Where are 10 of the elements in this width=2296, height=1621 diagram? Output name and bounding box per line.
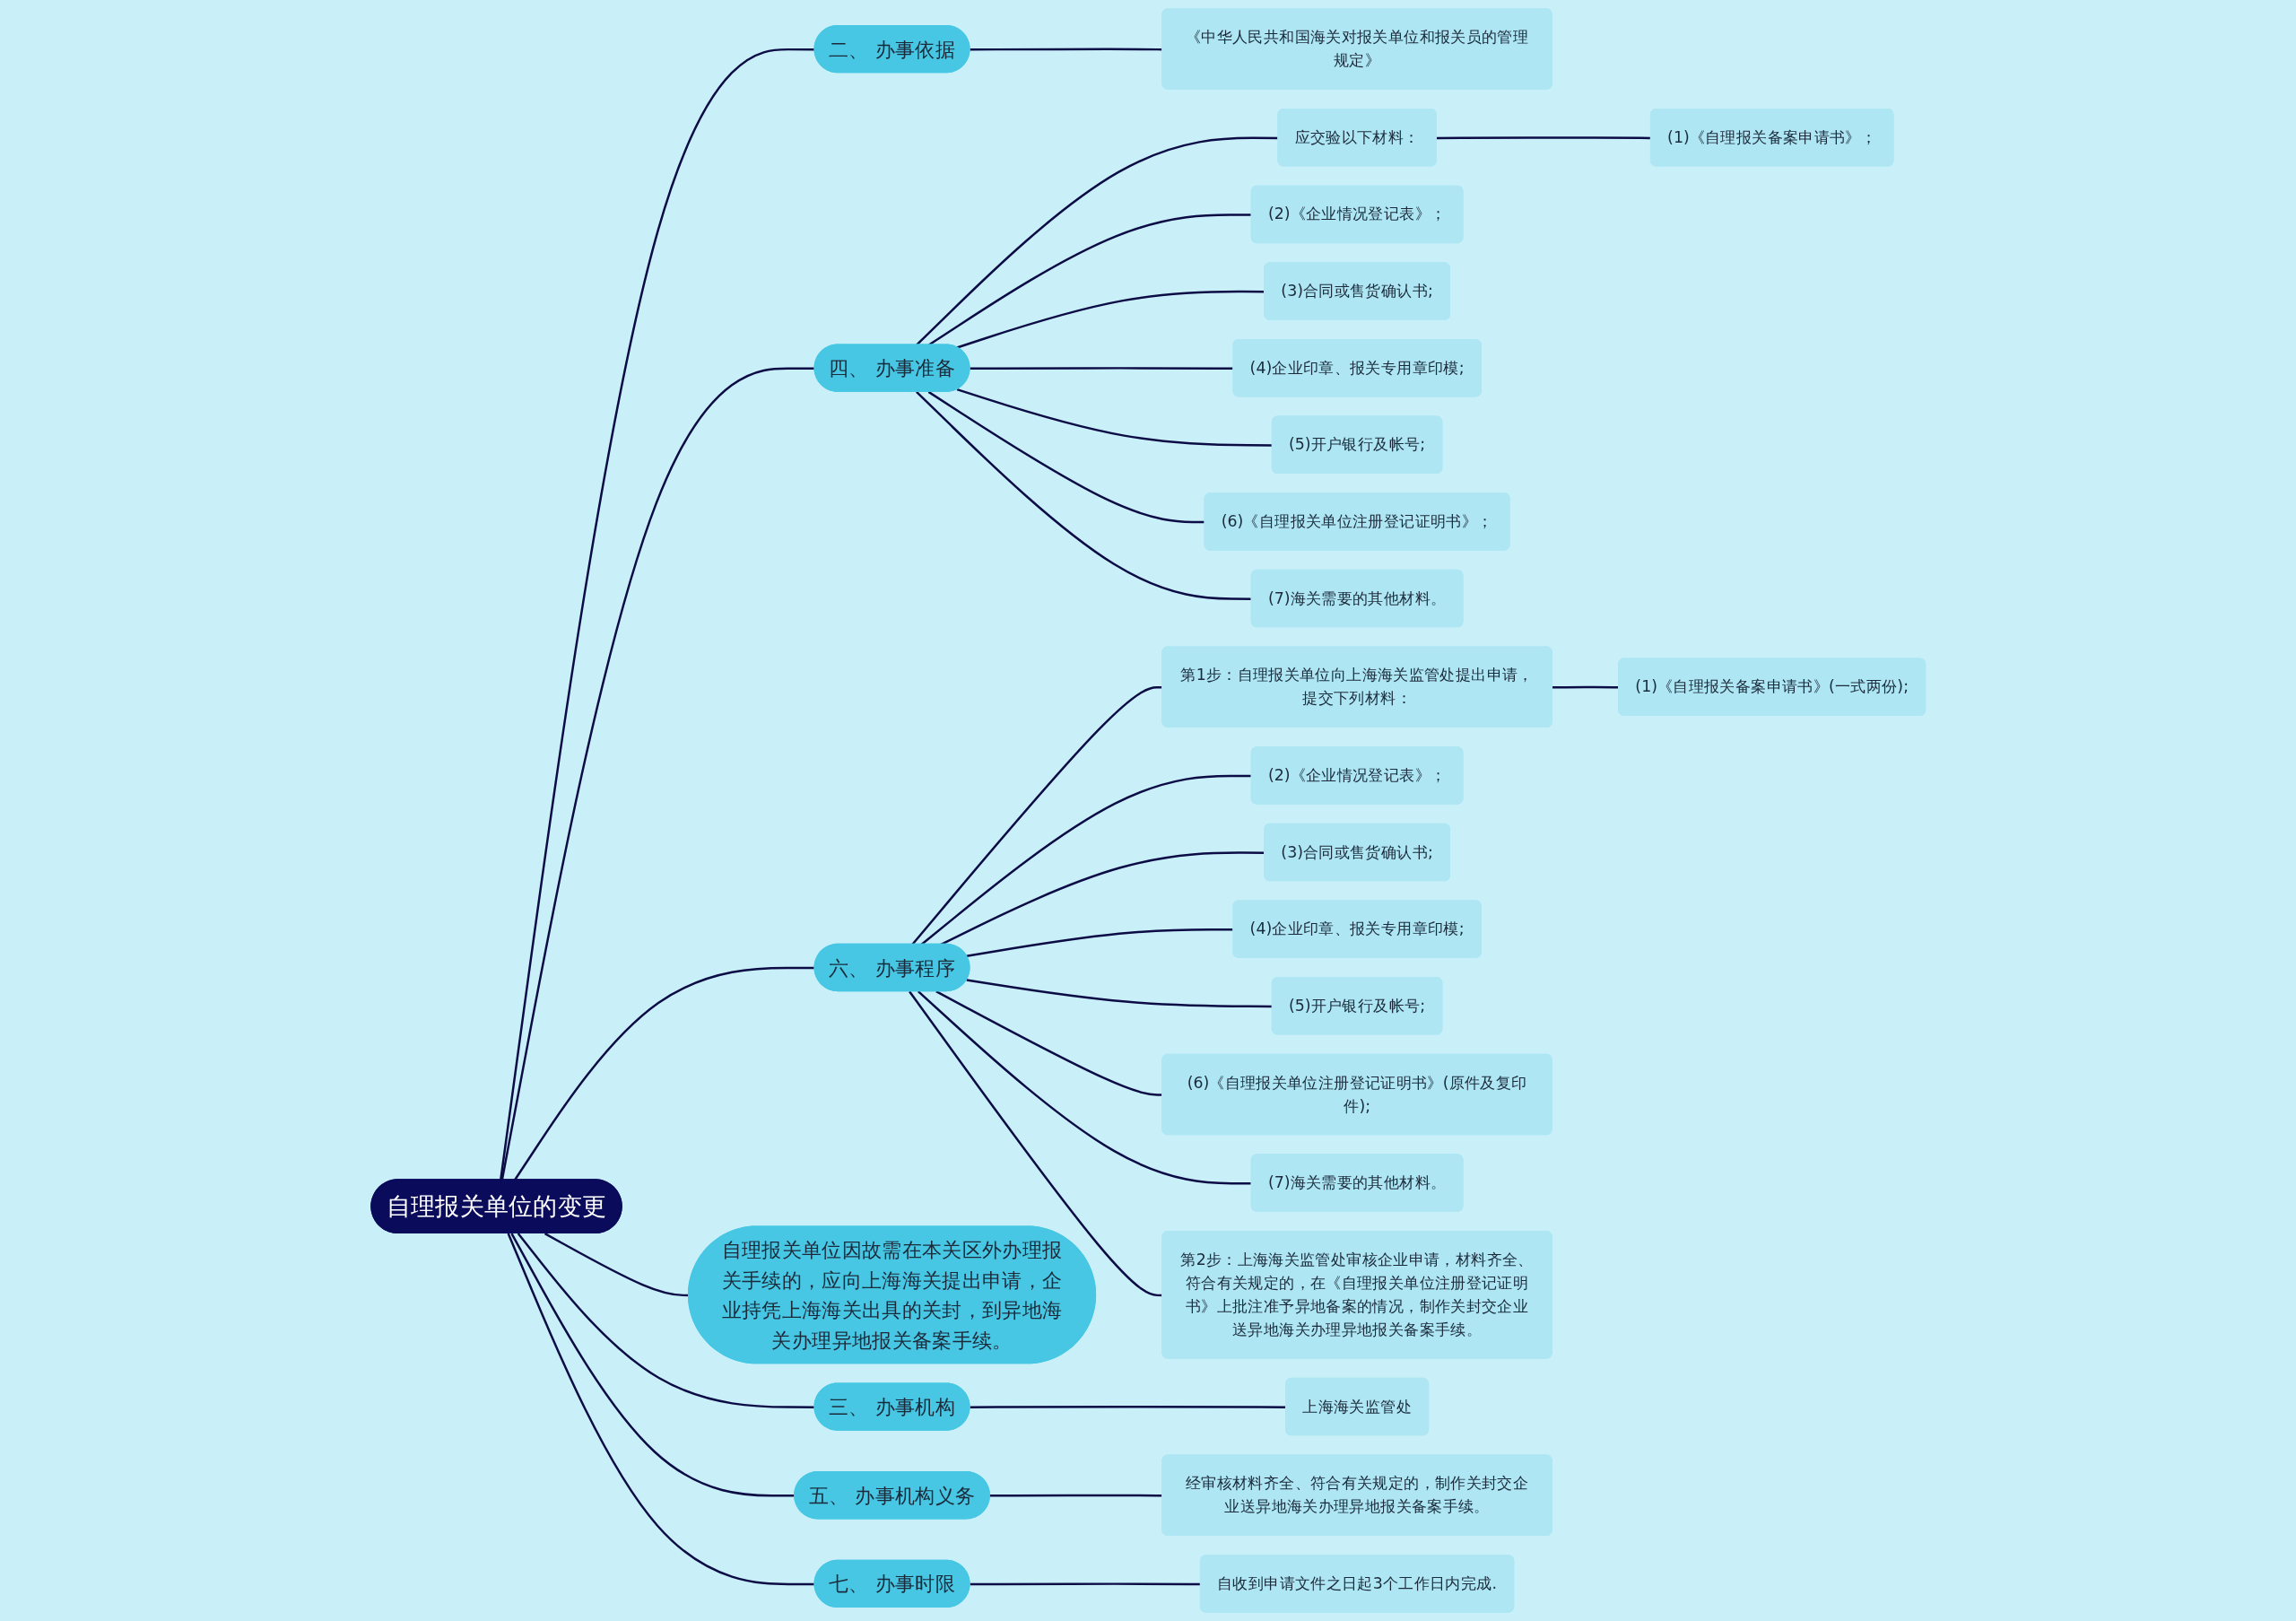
connector bbox=[966, 979, 1273, 1008]
connector bbox=[970, 1582, 1201, 1586]
connector bbox=[920, 774, 1252, 946]
connector bbox=[544, 1233, 689, 1297]
connector bbox=[956, 388, 1273, 447]
connector bbox=[970, 1406, 1286, 1408]
connector bbox=[927, 214, 1252, 346]
connector bbox=[1436, 136, 1651, 140]
connector bbox=[917, 990, 1252, 1185]
connector bbox=[915, 390, 1252, 600]
